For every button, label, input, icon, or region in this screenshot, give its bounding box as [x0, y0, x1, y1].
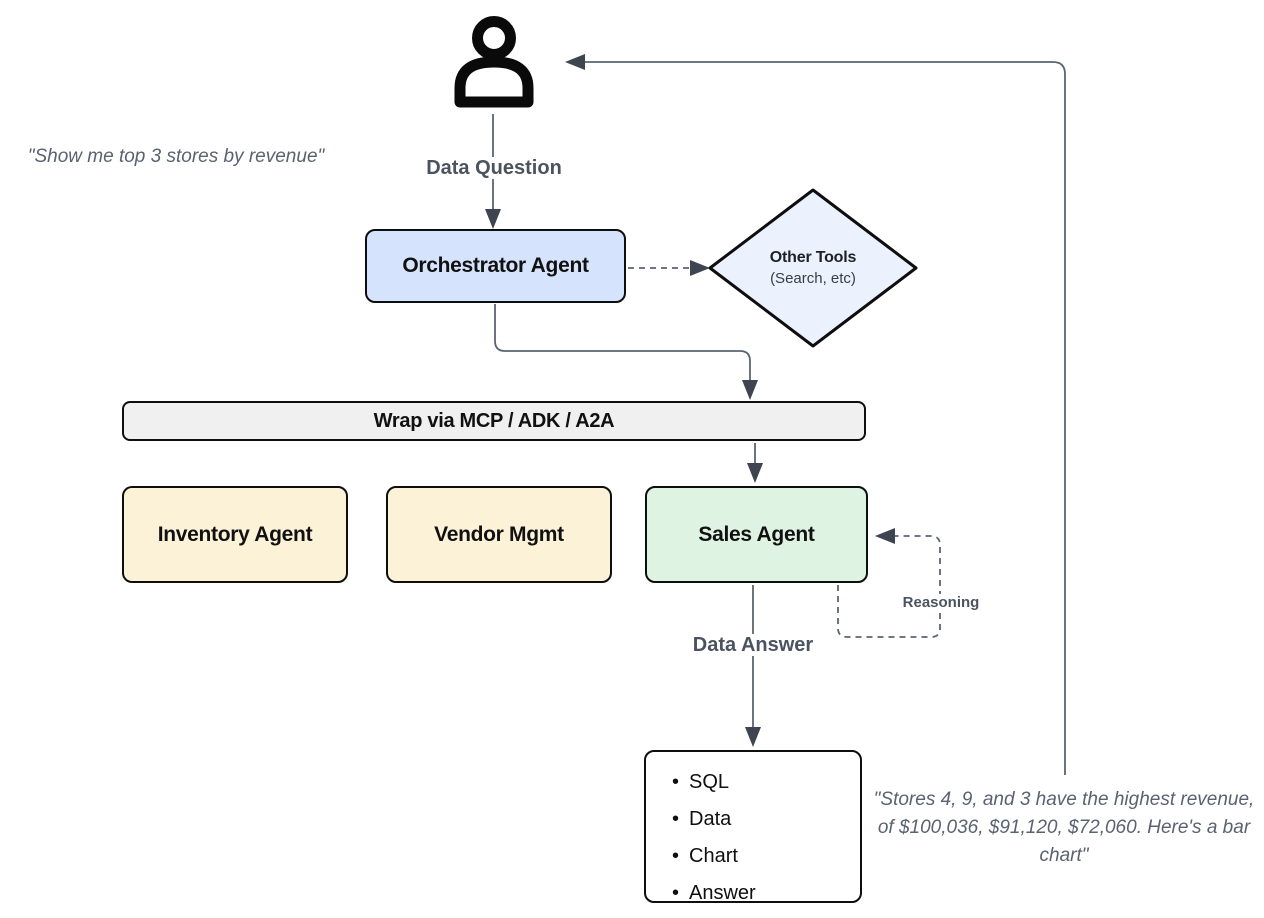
output-list: SQL Data Chart Answer [646, 764, 860, 912]
user-icon-glyph [454, 16, 534, 108]
arrowhead [485, 209, 501, 229]
user-head [472, 16, 516, 60]
output-item: Chart [672, 838, 860, 875]
user-body [454, 56, 534, 108]
arrowhead [875, 528, 895, 544]
data-answer-label: Data Answer [653, 634, 853, 657]
arrowhead [747, 463, 763, 483]
output-item: Data [672, 801, 860, 838]
wrap-layer-label: Wrap via MCP / ADK / A2A [373, 409, 615, 432]
sales-agent-label: Sales Agent [698, 522, 815, 546]
data-question-text: Data Question [421, 157, 567, 179]
data-answer-text: Data Answer [687, 634, 819, 656]
vendor-mgmt-label: Vendor Mgmt [434, 522, 564, 546]
orchestrator-agent-label: Orchestrator Agent [402, 254, 589, 277]
orchestrator-agent-node: Orchestrator Agent [365, 229, 626, 303]
inventory-agent-node: Inventory Agent [122, 486, 348, 583]
arrowhead [742, 380, 758, 400]
reasoning-label: Reasoning [861, 594, 1021, 611]
output-node: SQL Data Chart Answer [644, 750, 862, 912]
inventory-agent-label: Inventory Agent [157, 522, 313, 546]
reasoning-text: Reasoning [897, 594, 985, 611]
user-quote: "Show me top 3 stores by revenue" [27, 146, 325, 167]
user-icon [454, 16, 534, 108]
sales-agent-node: Sales Agent [645, 486, 868, 583]
output-item: Answer [672, 875, 860, 912]
other-tools-diamond [708, 188, 918, 348]
vendor-mgmt-node: Vendor Mgmt [386, 486, 612, 583]
output-item: SQL [672, 764, 860, 801]
diamond-shape [708, 188, 918, 348]
wrap-layer-node: Wrap via MCP / ADK / A2A [122, 401, 866, 441]
agent-quote: "Stores 4, 9, and 3 have the highest rev… [873, 789, 1255, 866]
data-question-label: Data Question [394, 157, 594, 180]
arrowhead [745, 727, 761, 747]
arrowhead [565, 54, 585, 70]
